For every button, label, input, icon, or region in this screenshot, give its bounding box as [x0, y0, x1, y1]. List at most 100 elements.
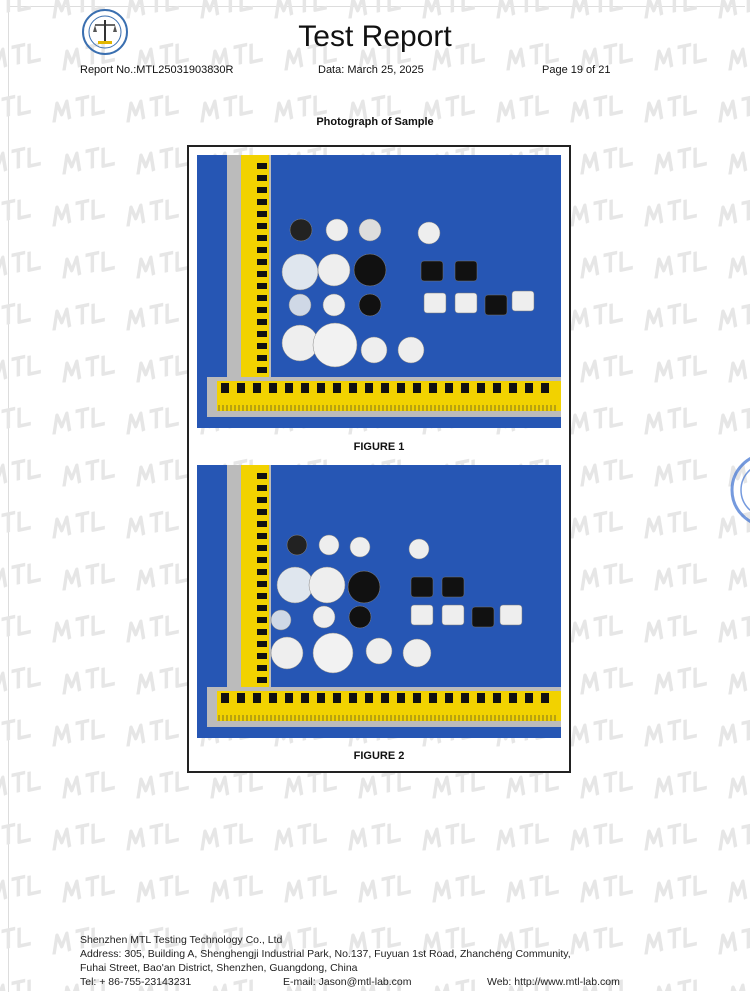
sample-plug-cover [417, 221, 441, 245]
ruler-mark [269, 693, 277, 703]
watermark-glyph [0, 775, 8, 799]
ruler-mark [445, 383, 453, 393]
sample-plug-cover [289, 218, 313, 242]
ruler-mark [257, 271, 267, 277]
ruler-mark [257, 665, 267, 671]
ruler-mark [397, 383, 405, 393]
ruler-mark [333, 693, 341, 703]
ruler-mark [397, 693, 405, 703]
sample-square-cover [499, 604, 523, 626]
ruler-mark [333, 383, 341, 393]
sample-plug-cover [308, 566, 346, 604]
watermark-glyph [0, 463, 8, 487]
sample-plug-cover [353, 253, 387, 287]
ruler-mark [413, 693, 421, 703]
ruler-mark [317, 693, 325, 703]
ruler-mark [365, 383, 373, 393]
sample-photo-2 [197, 465, 561, 738]
ruler-mark [257, 319, 267, 325]
ruler-mark [257, 223, 267, 229]
footer-tel: Tel: + 86-755-23143231 [80, 976, 192, 988]
sample-plug-cover [358, 293, 382, 317]
ruler-mark [257, 569, 267, 575]
sample-plug-cover [365, 637, 393, 665]
sample-plug-cover [358, 218, 382, 242]
photo-frame [187, 145, 571, 773]
sample-square-cover [454, 292, 478, 314]
ruler-mark [257, 497, 267, 503]
ruler-mark [257, 617, 267, 623]
sample-square-cover [410, 576, 434, 598]
sample-square-cover [511, 290, 535, 312]
ruler-mark [253, 383, 261, 393]
ruler-mark [257, 521, 267, 527]
ruler-mark [237, 693, 245, 703]
footer-company: Shenzhen MTL Testing Technology Co., Ltd [80, 934, 283, 946]
ruler-mark [445, 693, 453, 703]
ruler-mark [257, 331, 267, 337]
watermark-glyph [0, 671, 8, 695]
ruler-mark [477, 383, 485, 393]
ruler-mark [257, 295, 267, 301]
ruler-mark [257, 343, 267, 349]
ruler-mark [541, 383, 549, 393]
ruler-mark [461, 693, 469, 703]
ruler-mark [237, 383, 245, 393]
ruler-mark [257, 199, 267, 205]
watermark-glyph [0, 359, 8, 383]
ruler-mark [257, 581, 267, 587]
sample-plug-cover [286, 534, 308, 556]
watermark-glyph [0, 151, 8, 175]
footer-address-1: Address: 305, Building A, Shenghengji In… [80, 948, 571, 960]
sample-square-cover [441, 576, 465, 598]
sample-square-cover [420, 260, 444, 282]
footer-address-2: Fuhai Street, Bao'an District, Shenzhen,… [80, 962, 358, 974]
ruler-mark [221, 383, 229, 393]
sample-plug-cover [270, 636, 304, 670]
sample-square-cover [471, 606, 495, 628]
ruler-mark [257, 175, 267, 181]
section-title: Photograph of Sample [316, 116, 434, 128]
sample-plug-cover [288, 293, 312, 317]
ruler-mark [257, 283, 267, 289]
page-title: Test Report [298, 20, 452, 53]
sample-plug-cover [397, 336, 425, 364]
sample-plug-cover [312, 605, 336, 629]
sample-plug-cover [281, 253, 319, 291]
ruler-mark [541, 693, 549, 703]
ruler-mark [285, 693, 293, 703]
ruler-mark [257, 509, 267, 515]
ruler-mark [257, 557, 267, 563]
sample-plug-cover [312, 322, 358, 368]
ruler-mark [509, 693, 517, 703]
sample-plug-cover [317, 253, 351, 287]
ruler-mark [257, 259, 267, 265]
stamp-fragment [730, 457, 750, 523]
sample-photo-1 [197, 155, 561, 428]
ruler-mark [257, 641, 267, 647]
ruler-mark [257, 163, 267, 169]
ruler-mark [525, 693, 533, 703]
ruler-mark [493, 383, 501, 393]
sample-plug-cover [312, 632, 354, 674]
sample-plug-cover [402, 638, 432, 668]
ruler-mark [257, 211, 267, 217]
ruler-mark [257, 629, 267, 635]
ruler-mark [461, 383, 469, 393]
watermark-glyph [0, 983, 8, 991]
report-date: Data: March 25, 2025 [318, 64, 424, 76]
sample-square-cover [441, 604, 465, 626]
report-number: Report No.:MTL25031903830R [80, 64, 234, 76]
ruler-mark [477, 693, 485, 703]
figure-2-caption: FIGURE 2 [353, 750, 405, 762]
watermark-glyph [0, 879, 8, 903]
watermark-glyph [0, 255, 8, 279]
ruler-mark [257, 653, 267, 659]
ruler-mark [509, 383, 517, 393]
ruler-mark [317, 383, 325, 393]
sample-plug-cover [360, 336, 388, 364]
ruler-mark [429, 693, 437, 703]
ruler-mark [257, 545, 267, 551]
sample-plug-cover [276, 566, 314, 604]
ruler-mark [257, 485, 267, 491]
